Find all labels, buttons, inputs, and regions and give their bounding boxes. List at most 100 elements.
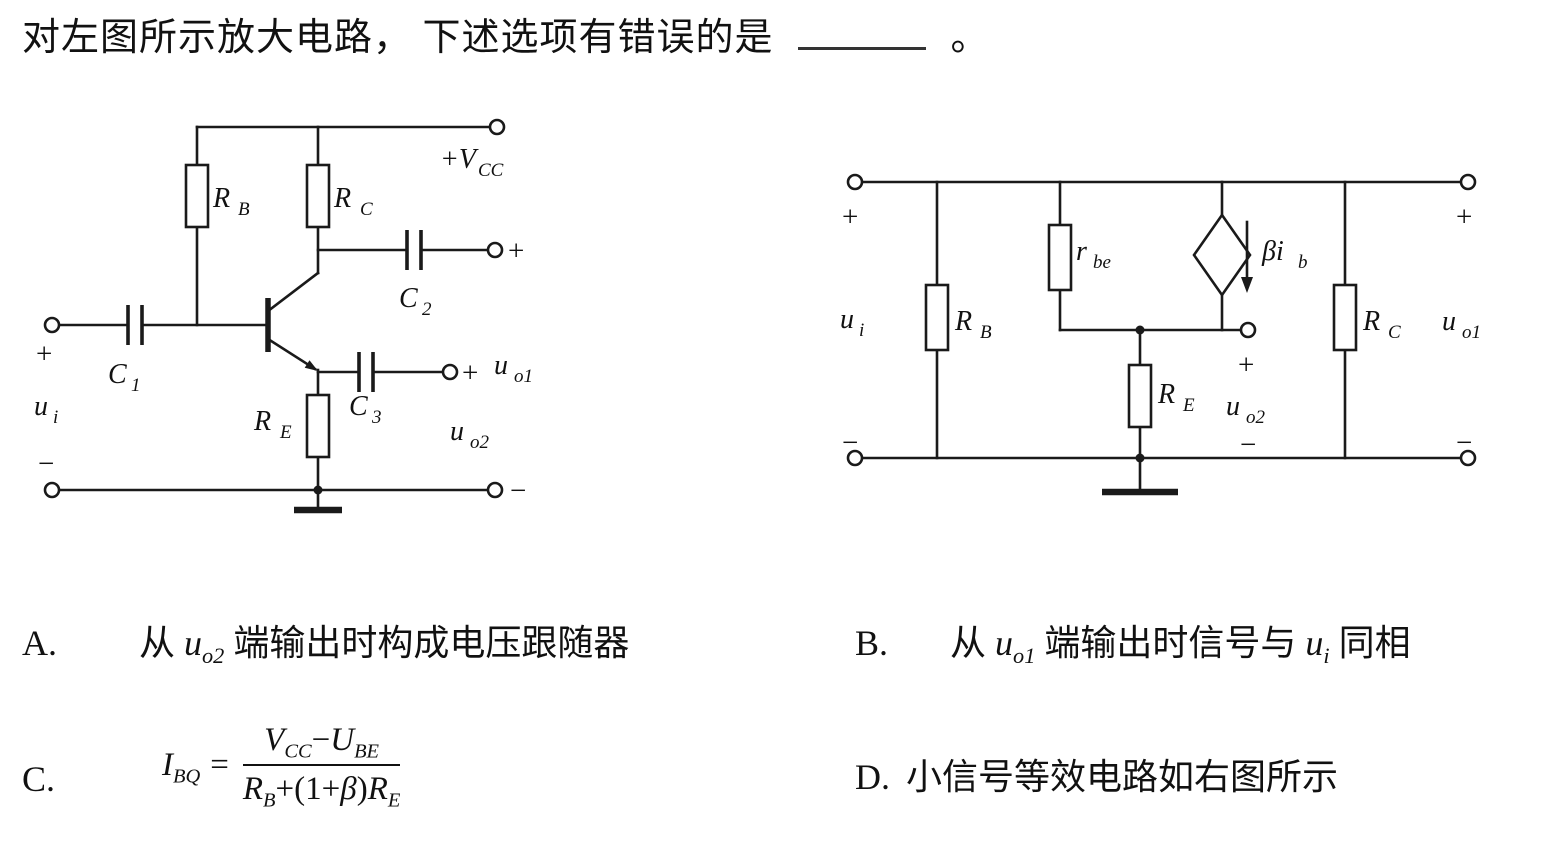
label-rbe-sub: be [1093,252,1111,273]
label-ui-eq-sub: i [859,320,864,341]
label-uo1-eq-sub: o1 [1462,322,1481,343]
label-uo1-eq: u [1442,306,1456,337]
option-b-math2: u [1305,623,1324,663]
output-return-terminal [486,481,504,499]
num-u-sub: BE [354,740,380,763]
formula-numerator: VCC−UBE [242,722,401,766]
output-bottom-terminal [1459,449,1477,467]
den-r2-sub: E [387,789,401,812]
label-beta-ib: βi [1261,236,1284,267]
vcc-terminal [488,118,506,136]
label-c1: C [108,359,127,390]
junction-dot [313,485,323,495]
terminals-left [43,118,506,499]
question-text: 对左图所示放大电路， 下述选项有错误的是 。 [22,6,990,61]
option-c-formula: IBQ = VCC−UBE RB+(1+β)RE [162,722,401,811]
label-rc-eq-sub: C [1388,322,1401,343]
num-minus: − [311,722,331,758]
option-d-text: 小信号等效电路如右图所示 [906,757,1339,797]
num-v-sub: CC [284,740,312,763]
plus-sign-uo2: + [1238,349,1254,381]
label-uo1: u [494,350,508,381]
option-c-label-wrap: C. [22,758,55,800]
option-b-post: 同相 [1329,623,1411,663]
formula-lhs-sub: BQ [173,765,201,788]
current-arrow-head [1241,277,1253,293]
label-ui: u [34,391,48,422]
option-b-text: 从 uo1 端输出时信号与 ui 同相 [950,623,1411,667]
option-b-label: B. [855,623,889,663]
label-beta-ib-sub: b [1298,252,1308,273]
plus-sign-uo1: + [462,357,478,389]
option-b-math1-sub: o1 [1013,643,1036,669]
label-c3-sub: 3 [371,407,382,428]
label-rc: R [333,183,351,214]
terminals-right [846,173,1477,467]
label-re-eq: R [1157,379,1175,410]
question-stem: 对左图所示放大电路， 下述选项有错误的是 [22,17,774,59]
option-a-post: 端输出时构成电压跟随器 [224,623,630,663]
equivalent-circuit-diagram: + − + − u i R B r be βi b R E R C u o1 +… [840,173,1481,496]
formula-denominator: RB+(1+β)RE [243,766,400,811]
minus-sign-input: − [38,448,54,480]
input-top-terminal [846,173,864,191]
answer-blank [798,9,927,50]
junction-dot-bottom [1135,453,1145,463]
label-rb-eq-sub: B [980,322,992,343]
resistor-rb-eq [924,283,950,352]
label-rbe: r [1076,236,1087,267]
label-c2-sub: 2 [422,299,432,320]
label-c3: C [349,391,368,422]
option-b-pre: 从 [950,623,996,663]
formula-lhs: IBQ [162,747,201,788]
capacitor-c2 [405,230,423,270]
uo2-terminal [1239,321,1257,339]
resistor-rbe [1047,223,1073,292]
output-top-terminal [1459,173,1477,191]
label-uo2: u [450,416,464,447]
input-terminal [43,316,61,334]
junction-dot-mid [1135,325,1145,335]
label-uo2-eq: u [1226,391,1240,422]
num-v: V [264,722,285,758]
label-vcc-sub: CC [478,160,504,181]
option-c-label: C. [22,759,56,799]
label-re-sub: E [279,422,292,443]
minus-sign-output: − [510,475,526,507]
den-close: ) [356,771,368,807]
formula-fraction: VCC−UBE RB+(1+β)RE [242,722,401,811]
minus-sign-out-bottom: − [1456,427,1472,459]
option-b-mid: 端输出时信号与 [1035,623,1306,663]
option-d: D.小信号等效电路如右图所示 [855,748,1338,800]
den-beta: β [340,771,357,807]
uo1-cap-terminal [486,241,504,259]
resistor-re [305,393,331,459]
option-a-math-sub: o2 [202,643,225,669]
formula-equals: = [210,746,229,783]
label-uo2-eq-sub: o2 [1246,407,1266,428]
label-ui-eq: u [840,304,854,335]
wires-left [57,125,492,510]
label-rb-eq: R [954,306,972,337]
label-re: R [253,406,271,437]
option-a: A.从 uo2 端输出时构成电压跟随器 [22,614,630,667]
minus-sign-in-bottom: − [842,427,858,459]
option-b: B.从 uo1 端输出时信号与 ui 同相 [855,614,1411,667]
question-period: 。 [950,17,990,59]
emitter-arrow [304,360,318,371]
label-rc-eq: R [1362,306,1380,337]
uo2-cap-terminal [441,363,459,381]
amplifier-circuit-diagram: +V CC R B R C C 2 + C 1 + u i − R E C 3 … [34,118,533,514]
label-ui-sub: i [53,407,58,428]
label-rc-sub: C [360,199,373,220]
minus-sign-uo2: − [1240,429,1256,461]
plus-sign-out-top: + [1456,201,1472,233]
label-re-eq-sub: E [1182,395,1195,416]
option-a-text: 从 uo2 端输出时构成电压跟随器 [139,623,630,667]
plus-sign-c2: + [508,235,524,267]
den-mid: +(1+ [275,771,341,807]
resistor-rc [305,163,331,229]
resistor-rb [184,163,210,229]
option-a-pre: 从 [139,623,185,663]
